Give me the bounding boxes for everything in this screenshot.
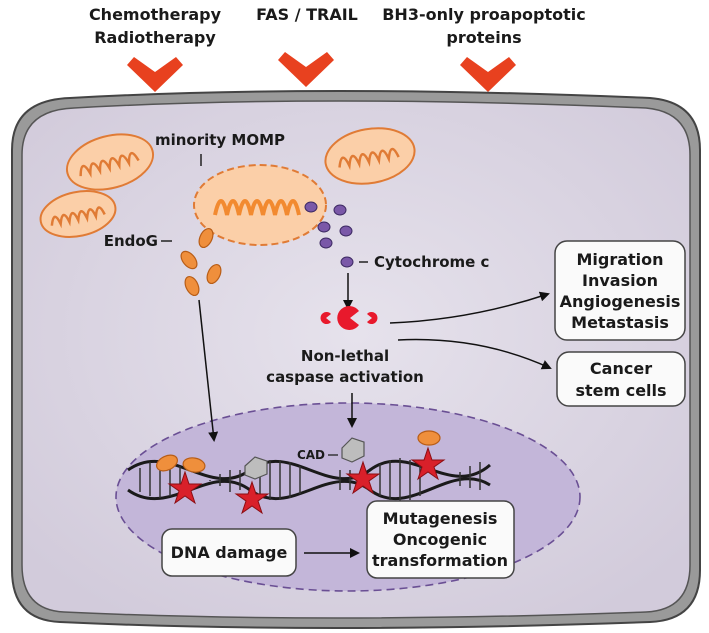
label-caspase-line2: caspase activation — [266, 368, 424, 386]
outcome-box-migration: Migration Invasion Angiogenesis Metastas… — [554, 240, 686, 341]
dna-damage-stars — [167, 446, 446, 515]
cytochrome-c-molecules — [304, 201, 354, 268]
stimulus-chemotherapy: Chemotherapy — [89, 5, 222, 24]
endog-on-dna — [156, 430, 441, 473]
outcome-cancer: Cancer — [590, 359, 652, 378]
outcome-stem-cells: stem cells — [575, 381, 666, 400]
outcome-angiogenesis: Angiogenesis — [560, 292, 681, 311]
label-endog: EndoG — [104, 232, 158, 250]
label-caspase-line1: Non-lethal — [301, 347, 389, 365]
mutagenesis-box: Mutagenesis Oncogenic transformation — [366, 500, 515, 579]
chevron-arrow-icon — [460, 57, 516, 92]
outcome-invasion: Invasion — [582, 271, 658, 290]
label-dna-damage: DNA damage — [171, 543, 288, 562]
outcome-metastasis: Metastasis — [571, 313, 669, 332]
label-cad: CAD — [297, 448, 325, 462]
endog-molecules — [180, 227, 222, 297]
outcome-mutagenesis: Mutagenesis — [383, 509, 498, 528]
stimulus-arrows — [127, 52, 516, 92]
stimulus-radiotherapy: Radiotherapy — [94, 28, 216, 47]
outcome-oncogenic: Oncogenic — [393, 530, 487, 549]
label-cytochrome-c: Cytochrome c — [374, 253, 489, 271]
stimulus-fas-trail: FAS / TRAIL — [256, 5, 358, 24]
caspase-icon — [320, 306, 378, 330]
stimulus-bh3-line1: BH3-only proapoptotic — [382, 5, 586, 24]
stimulus-bh3-line2: proteins — [446, 28, 521, 47]
mitochondrion-left-top — [65, 133, 155, 191]
mitochondrion-left-bottom — [39, 190, 117, 238]
chevron-arrow-icon — [278, 52, 334, 87]
label-minority-momp: minority MOMP — [155, 131, 285, 149]
dna-damage-box: DNA damage — [161, 528, 297, 577]
outcome-box-stem-cells: Cancer stem cells — [556, 351, 686, 407]
chevron-arrow-icon — [127, 57, 183, 92]
mitochondrion-momp — [193, 164, 327, 246]
cad-molecules — [244, 437, 365, 480]
outcome-transformation: transformation — [372, 551, 508, 570]
mitochondrion-right — [324, 127, 416, 185]
outcome-migration: Migration — [576, 250, 663, 269]
